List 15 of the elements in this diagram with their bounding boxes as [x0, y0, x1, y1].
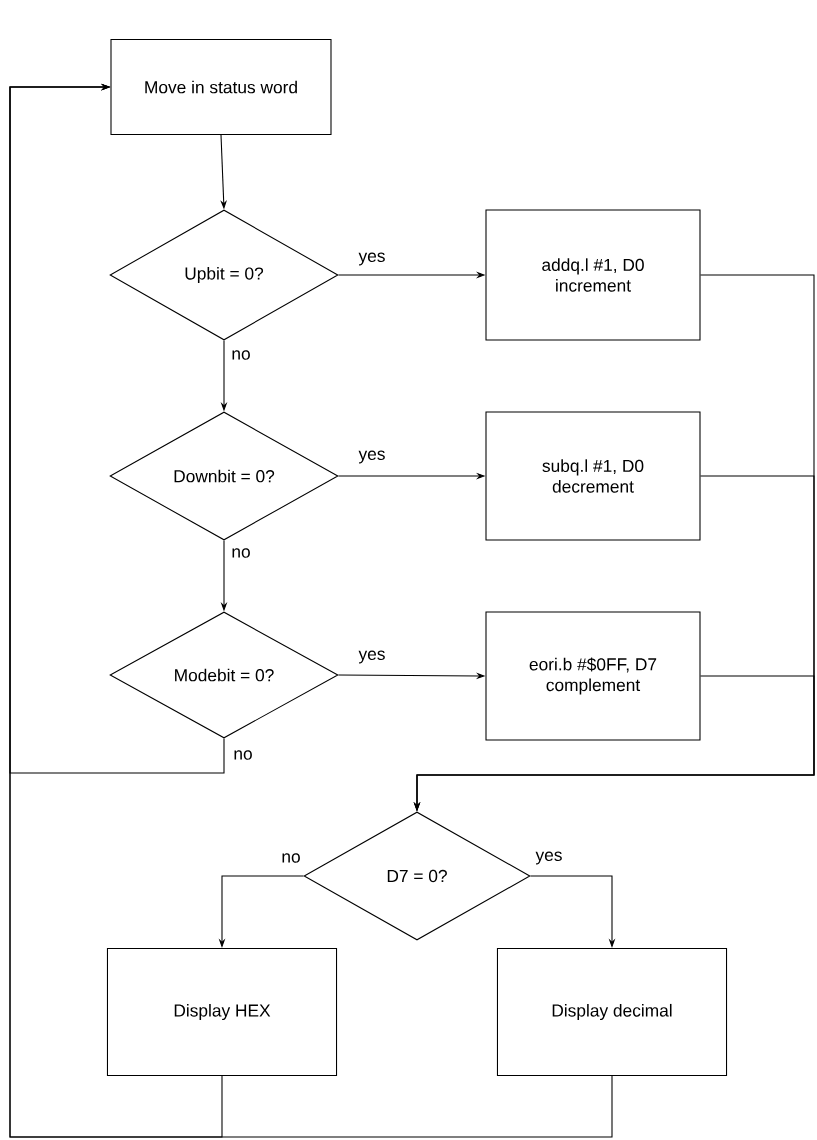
process-box: subq.l #1, D0 decrement	[485, 411, 701, 541]
process-box: Display decimal	[496, 948, 728, 1076]
edge-label: no	[280, 851, 302, 865]
edge-label: yes	[357, 251, 387, 267]
process-box: Move in status word	[110, 39, 332, 135]
edge-label: no	[232, 748, 254, 762]
edge-label: yes	[534, 850, 564, 866]
process-box: Display HEX	[106, 948, 338, 1076]
edge-label: no	[230, 348, 252, 362]
arrow	[9, 83, 613, 1138]
edge-label: no	[230, 546, 252, 560]
process-box: addq.l #1, D0 increment	[485, 209, 701, 341]
process-box: eori.b #$0FF, D7 complement	[485, 611, 701, 741]
edge-label: yes	[357, 649, 387, 665]
edge-label: yes	[357, 449, 387, 465]
